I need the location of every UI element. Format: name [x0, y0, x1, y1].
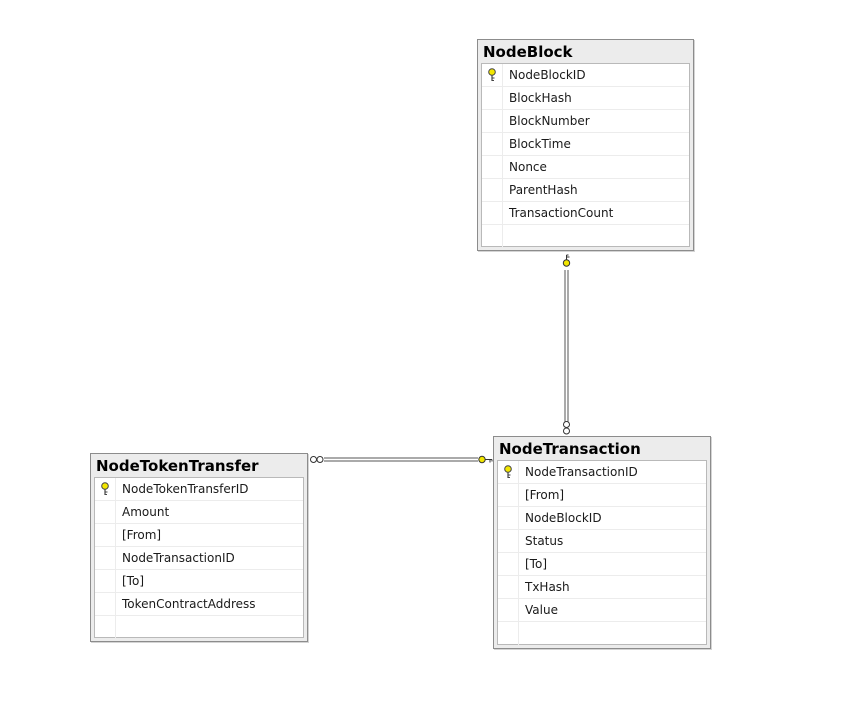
field-name: Status [525, 534, 564, 548]
table-field-list: NodeTransactionID [From] NodeBlockID Sta… [497, 460, 707, 645]
table-row[interactable]: Value [498, 599, 706, 622]
table-title[interactable]: NodeTransaction [499, 440, 641, 458]
table-row[interactable]: NodeTransactionID [95, 547, 303, 570]
field-name: NodeBlockID [509, 68, 586, 82]
table-nodetransaction[interactable]: NodeTransaction NodeTransactionID [From]… [493, 436, 711, 649]
field-name: NodeBlockID [525, 511, 602, 525]
table-row[interactable]: TransactionCount [482, 202, 689, 225]
table-row[interactable]: Nonce [482, 156, 689, 179]
table-nodeblock[interactable]: NodeBlock NodeBlockID BlockHash BlockNum… [477, 39, 694, 251]
field-name: [From] [525, 488, 565, 502]
field-name: Value [525, 603, 558, 617]
field-name: [To] [122, 574, 144, 588]
table-title[interactable]: NodeTokenTransfer [96, 457, 259, 475]
key-end-icon [478, 455, 493, 464]
table-row[interactable]: Amount [95, 501, 303, 524]
table-row[interactable]: TxHash [498, 576, 706, 599]
field-name: NodeTransactionID [122, 551, 235, 565]
field-name: [From] [122, 528, 162, 542]
table-row[interactable]: [From] [498, 484, 706, 507]
new-row-placeholder[interactable] [482, 225, 689, 248]
field-name: BlockTime [509, 137, 571, 151]
field-name: [To] [525, 557, 547, 571]
relationship-nodeblock-nodetransaction[interactable] [562, 254, 571, 435]
field-name: TxHash [525, 580, 570, 594]
table-row[interactable]: [To] [95, 570, 303, 593]
table-row[interactable]: NodeBlockID [482, 64, 689, 87]
field-name: NodeTransactionID [525, 465, 638, 479]
primary-key-icon [101, 482, 109, 495]
field-name: BlockNumber [509, 114, 590, 128]
infinity-end-icon [310, 456, 324, 463]
table-row[interactable]: [To] [498, 553, 706, 576]
field-name: TokenContractAddress [122, 597, 256, 611]
infinity-end-icon [563, 421, 570, 435]
table-row[interactable]: NodeTokenTransferID [95, 478, 303, 501]
table-nodetokentransfer[interactable]: NodeTokenTransfer NodeTokenTransferID Am… [90, 453, 308, 642]
field-name: Nonce [509, 160, 547, 174]
field-name: ParentHash [509, 183, 578, 197]
table-row[interactable]: BlockHash [482, 87, 689, 110]
new-row-placeholder[interactable] [498, 622, 706, 645]
table-row[interactable]: [From] [95, 524, 303, 547]
field-name: Amount [122, 505, 170, 519]
table-row[interactable]: TokenContractAddress [95, 593, 303, 616]
table-row[interactable]: Status [498, 530, 706, 553]
relationship-nodetransaction-nodetokentransfer[interactable] [310, 455, 493, 464]
table-field-list: NodeBlockID BlockHash BlockNumber BlockT… [481, 63, 690, 248]
table-row[interactable]: BlockNumber [482, 110, 689, 133]
table-row[interactable]: NodeBlockID [498, 507, 706, 530]
primary-key-icon [488, 68, 496, 81]
primary-key-icon [504, 465, 512, 478]
table-row[interactable]: BlockTime [482, 133, 689, 156]
table-row[interactable]: NodeTransactionID [498, 461, 706, 484]
new-row-placeholder[interactable] [95, 616, 303, 639]
field-name: NodeTokenTransferID [122, 482, 249, 496]
key-end-icon [562, 254, 571, 267]
table-title[interactable]: NodeBlock [483, 43, 573, 61]
table-row[interactable]: ParentHash [482, 179, 689, 202]
field-name: TransactionCount [509, 206, 614, 220]
table-field-list: NodeTokenTransferID Amount [From] NodeTr… [94, 477, 304, 639]
field-name: BlockHash [509, 91, 572, 105]
